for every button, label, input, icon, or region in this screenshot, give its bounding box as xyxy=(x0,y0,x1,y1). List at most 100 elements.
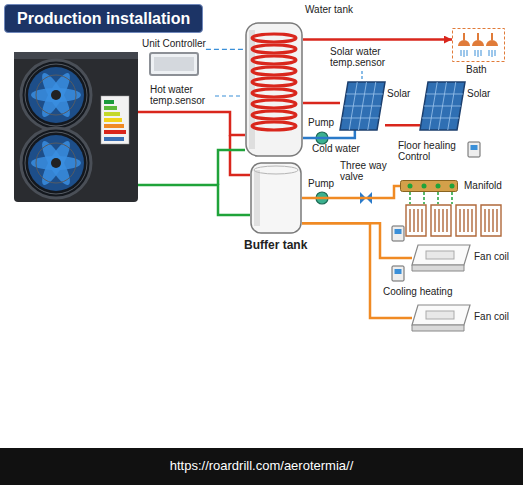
manifold-shape xyxy=(450,184,455,189)
solar-panel-shape xyxy=(340,82,385,130)
water-tank-shape xyxy=(252,78,296,86)
solar-panel-shape xyxy=(439,82,447,130)
manifold-outlet xyxy=(410,192,452,204)
bath-shower-shape xyxy=(463,33,465,40)
component-label: Bath xyxy=(466,64,487,76)
buffer-tank-shape xyxy=(251,163,301,233)
fan-grille xyxy=(28,67,84,123)
pipe-connector xyxy=(303,130,355,138)
energy-label xyxy=(104,137,124,141)
heat-pump-unit xyxy=(14,52,138,59)
fan-grille xyxy=(37,138,74,188)
water-tank-shape xyxy=(252,89,296,97)
water-tank-shape xyxy=(252,111,296,119)
fan-grille xyxy=(28,135,84,191)
heat-pump-unit xyxy=(14,52,138,202)
title-banner: Production installation xyxy=(4,4,203,33)
water-tank-shape xyxy=(252,56,296,64)
pipe-connector xyxy=(303,38,452,41)
fan-grille xyxy=(21,128,91,198)
solar-panel: Solar xyxy=(340,82,385,130)
solar-panel-shape xyxy=(368,82,376,130)
energy-label xyxy=(104,100,114,104)
manifold-shape xyxy=(408,184,413,189)
fan-grille xyxy=(51,158,61,168)
bath-shower-shape xyxy=(452,28,505,62)
bath-shower-shape xyxy=(458,40,470,46)
annotation-label: Hot water temp.sensor xyxy=(150,84,212,106)
buffer-tank-shape xyxy=(250,162,302,234)
controller-screen xyxy=(149,52,199,76)
solar-panel-shape xyxy=(340,82,385,130)
energy-label xyxy=(104,124,124,128)
bath-shower-shape xyxy=(491,33,493,40)
fan-coil: Fan coil xyxy=(412,245,470,271)
solar-panel-shape xyxy=(420,82,465,130)
component-label: Buffer tank xyxy=(244,238,307,252)
solar-panel-shape xyxy=(359,82,367,130)
buffer-tank: Buffer tank xyxy=(250,162,302,234)
fan-grille xyxy=(31,156,81,170)
pipe-connector xyxy=(303,102,340,105)
fan-grille xyxy=(21,60,91,130)
fan-grille xyxy=(37,138,74,188)
pipe-connector xyxy=(302,223,412,318)
solar-panel-shape xyxy=(448,82,456,130)
energy-label xyxy=(101,96,129,144)
bath-shower-shape xyxy=(475,50,481,57)
floor-heating-loop xyxy=(481,205,501,236)
component-label: Manifold xyxy=(464,180,502,192)
fan-coil-shape xyxy=(412,305,470,331)
heat-pump-unit xyxy=(14,52,138,202)
pipe-connector xyxy=(385,124,420,127)
solar-panel-shape xyxy=(429,82,437,130)
caption-text: https://roardrill.com/aerotermia// xyxy=(0,458,523,474)
pump-symbol xyxy=(316,132,328,204)
fan-coil-shape xyxy=(426,311,454,319)
floor-heating-loop xyxy=(406,205,501,236)
water-tank-shape xyxy=(246,23,302,156)
water-tank-shape xyxy=(252,100,296,108)
fan-grille xyxy=(21,128,91,198)
bath-shower: Bath xyxy=(452,28,505,62)
floor-heating-loop xyxy=(431,205,451,236)
bath-shower-shape xyxy=(472,40,484,46)
return-pipe xyxy=(218,150,245,185)
fan-grille xyxy=(25,132,87,194)
thermostat-symbol xyxy=(392,226,404,241)
bath-shower-shape xyxy=(477,33,479,40)
fan-grille xyxy=(37,70,74,120)
water-tank-shape xyxy=(252,67,296,75)
bath-shower-shape xyxy=(461,50,467,57)
pipe-connector xyxy=(302,223,412,258)
water-tank-shape xyxy=(252,34,296,42)
component-label: Water tank xyxy=(305,4,353,16)
thermostat-symbol xyxy=(395,229,402,234)
return-pipe xyxy=(138,150,250,215)
fan-grille xyxy=(36,143,76,183)
energy-label xyxy=(104,130,126,134)
fan-grille xyxy=(25,64,87,126)
thermostat-symbol xyxy=(395,269,402,274)
solar-panel-shape xyxy=(349,82,357,130)
fan-grille xyxy=(21,60,91,130)
annotation-label: Cooling heating xyxy=(383,286,453,297)
manifold: Manifold xyxy=(400,180,458,192)
water-tank: Water tank xyxy=(245,22,303,157)
annotation-label: Solar water temp.sensor xyxy=(330,46,402,68)
component-label: Unit Controller xyxy=(142,38,206,50)
thermostat-symbol xyxy=(468,142,480,157)
sensor-leader xyxy=(215,95,242,96)
buffer-tank-shape xyxy=(254,166,298,174)
annotation-label: Floor healing Control xyxy=(398,140,462,162)
manifold-shape xyxy=(401,181,458,192)
floor-heating-loop xyxy=(406,205,426,236)
fan-coil-shape xyxy=(412,245,470,271)
component-label: Fan coil xyxy=(474,251,509,263)
solar-panel: Solar xyxy=(420,82,465,130)
water-tank-shape xyxy=(245,22,303,157)
fan-coil: Fan coil xyxy=(412,305,470,331)
solar-panel-shape xyxy=(420,82,465,130)
manifold-outlet xyxy=(410,192,452,204)
bath-shower-shape xyxy=(486,40,498,46)
